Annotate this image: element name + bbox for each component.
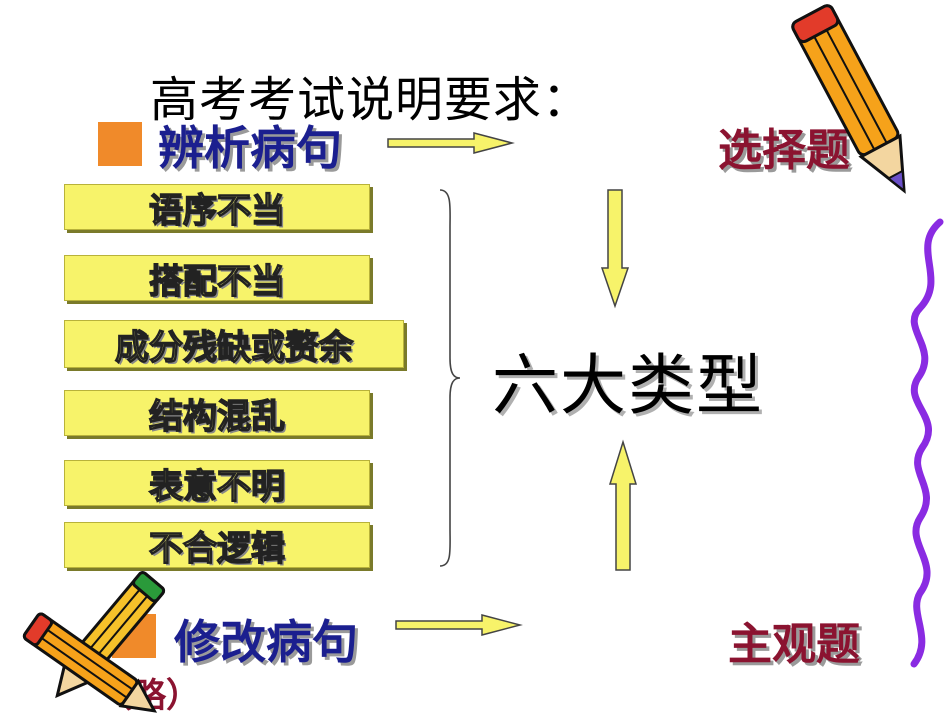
page-title: 高考考试说明要求：	[150, 72, 592, 128]
type-box: 搭配不当	[64, 255, 370, 302]
wavy-border-icon	[910, 218, 944, 668]
type-label: 结构混乱	[148, 396, 285, 437]
bottom-heading: 修改病句	[174, 615, 358, 669]
top-result: 选择题	[718, 125, 850, 176]
center-label: 六大类型	[492, 347, 764, 424]
type-box: 语序不当	[64, 184, 370, 231]
right-arrow-icon	[395, 614, 523, 636]
down-arrow-icon	[600, 189, 630, 309]
type-label: 搭配不当	[148, 261, 285, 302]
right-arrow-icon	[387, 132, 515, 154]
type-box: 表意不明	[64, 460, 370, 507]
type-box: 成分残缺或赘余	[64, 320, 404, 368]
type-label: 成分残缺或赘余	[114, 327, 353, 368]
type-label: 不合逻辑	[148, 528, 285, 569]
type-box: 不合逻辑	[64, 522, 370, 569]
type-box: 结构混乱	[64, 390, 370, 437]
brace-icon	[439, 189, 461, 567]
pencils-icon	[22, 571, 166, 713]
type-label: 表意不明	[148, 466, 285, 507]
orange-bullet-square	[98, 122, 142, 166]
up-arrow-icon	[608, 439, 638, 571]
bottom-result: 主观题	[728, 619, 860, 670]
type-label: 语序不当	[148, 190, 285, 231]
top-heading: 辨析病句	[158, 121, 342, 175]
pencil-icon	[791, 4, 906, 194]
